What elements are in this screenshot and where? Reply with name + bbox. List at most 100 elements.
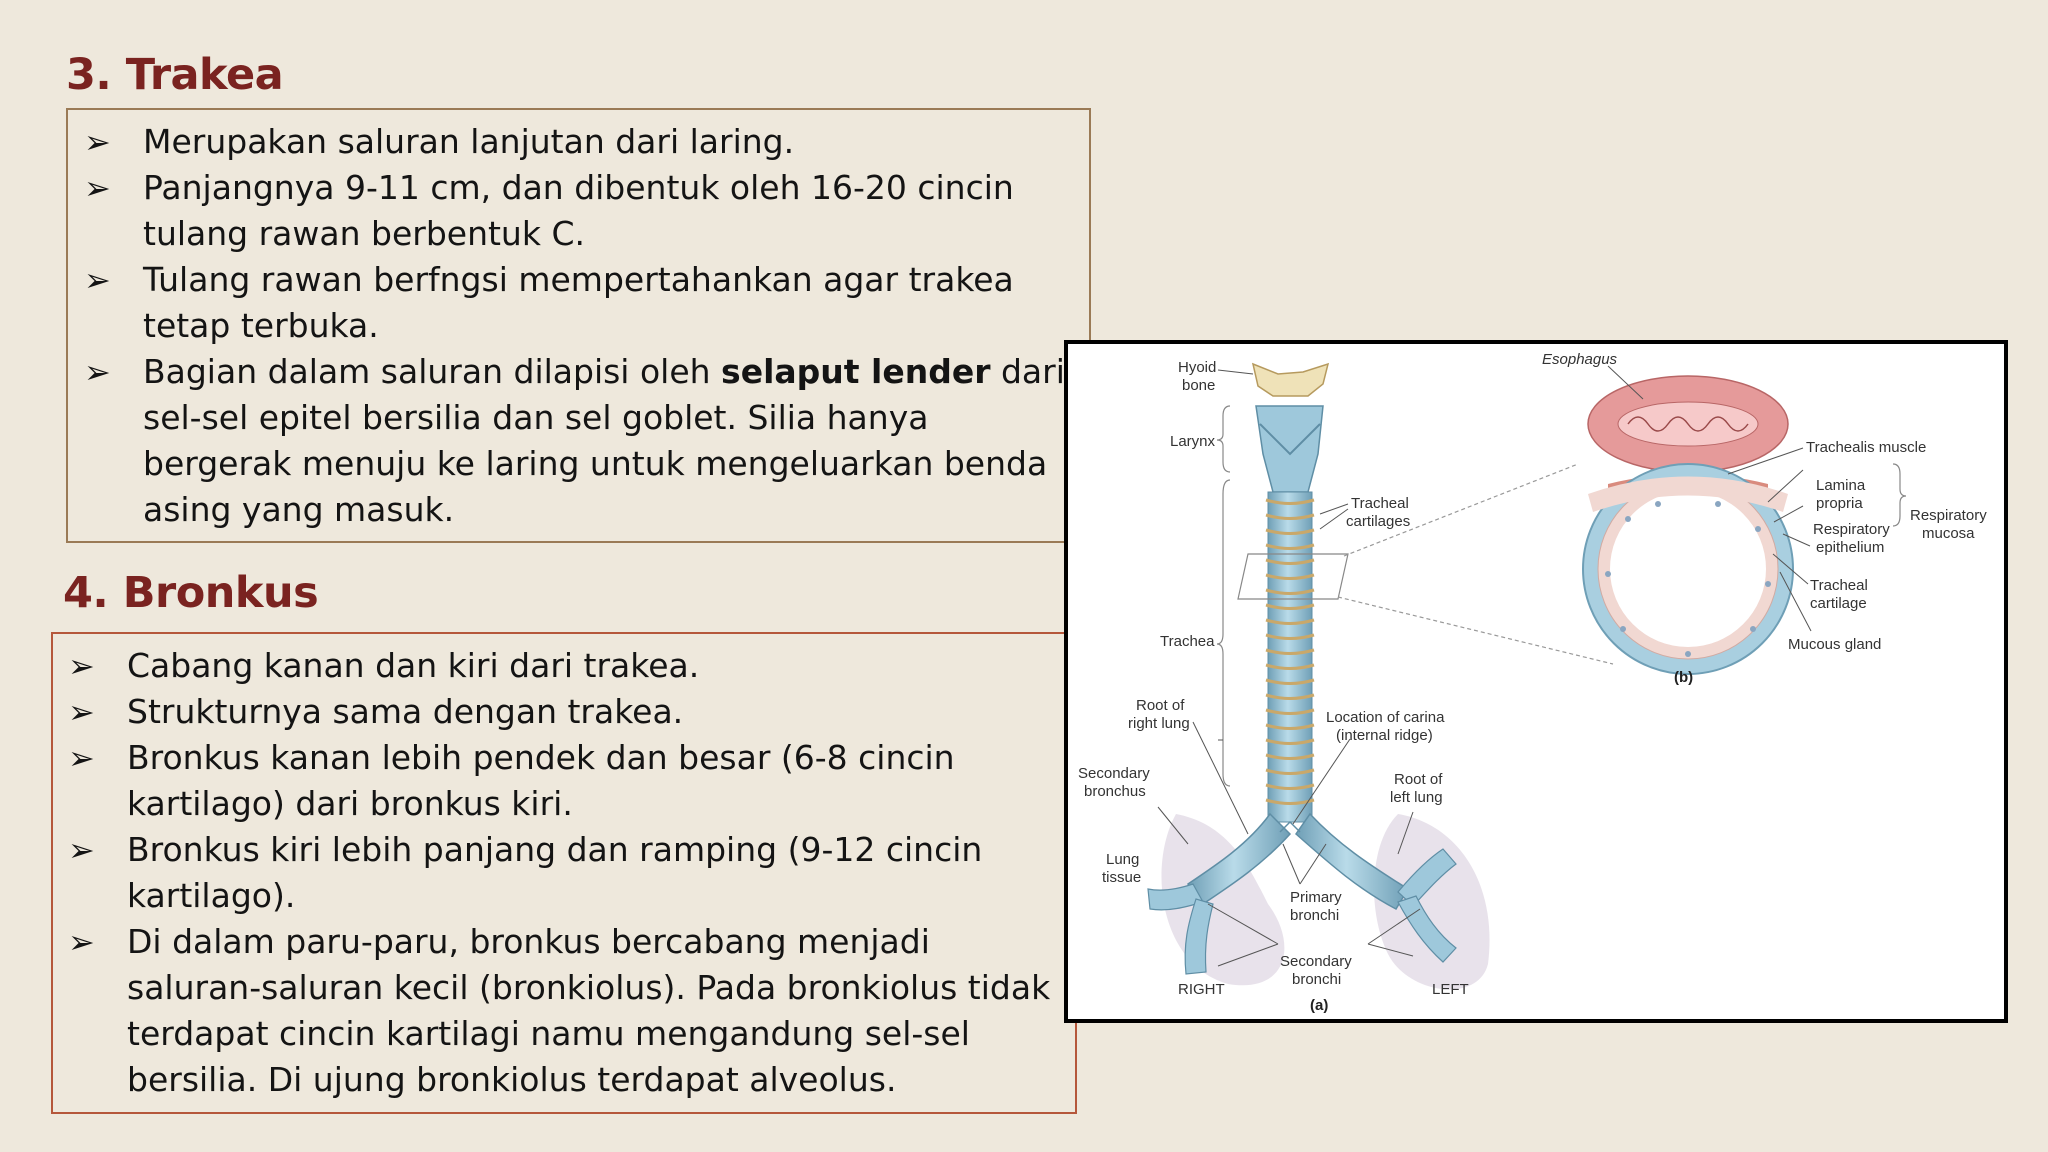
right-secondary-bronchus-lower xyxy=(1184,898,1214,975)
left-lung-tissue xyxy=(1374,814,1490,990)
tracheal-ring xyxy=(1265,693,1315,700)
bullet-text: Panjangnya 9-11 cm, dan dibentuk oleh 16… xyxy=(143,168,1014,253)
bullet-text: Bronkus kanan lebih pendek dan besar (6-… xyxy=(127,738,955,823)
label-larynx: Larynx xyxy=(1170,433,1216,450)
tracheal-ring xyxy=(1265,513,1315,520)
label-secondary-bronchus-2: bronchus xyxy=(1084,783,1146,800)
label-hyoid-1: Hyoid xyxy=(1178,359,1216,376)
label-left: LEFT xyxy=(1432,981,1469,998)
label-root-left-2: left lung xyxy=(1390,789,1443,806)
mucosa-brace xyxy=(1892,463,1907,527)
tracheal-ring xyxy=(1265,603,1315,610)
list-item: ➢ Di dalam paru-paru, bronkus bercabang m… xyxy=(53,919,1068,1103)
trakea-box: ➢ Merupakan saluran lanjutan dari laring.… xyxy=(66,108,1091,543)
mucous-gland-dots xyxy=(1605,501,1771,657)
label-right: RIGHT xyxy=(1178,981,1225,998)
trachea-anatomy-figure: Hyoid bone Larynx Tracheal cartilages Tr… xyxy=(1064,340,2008,1023)
heading-trakea: 3. Trakea xyxy=(66,50,284,100)
tracheal-rings xyxy=(1265,498,1315,805)
left-secondary-bronchus-lower xyxy=(1397,895,1457,963)
label-tracheal-cartilages-1: Tracheal xyxy=(1351,495,1409,512)
bullet-text: Tulang rawan berfngsi mempertahankan aga… xyxy=(143,260,1014,345)
label-secondary-bronchi-2: bronchi xyxy=(1292,971,1341,988)
label-resp-epi-2: epithelium xyxy=(1816,539,1884,556)
label-mucous-gland: Mucous gland xyxy=(1788,636,1881,653)
panel-b-cross-section: Esophagus Trachealis muscle Lamina propr… xyxy=(1542,351,1987,686)
left-secondary-bronchus-upper xyxy=(1397,848,1457,907)
carina xyxy=(1279,820,1301,833)
list-item: ➢ Cabang kanan dan kiri dari trakea. xyxy=(53,643,1068,689)
right-secondary-bronchus-upper xyxy=(1147,883,1204,911)
label-secondary-bronchus-1: Secondary xyxy=(1078,765,1150,782)
left-primary-bronchus xyxy=(1295,812,1410,910)
label-hyoid-2: bone xyxy=(1182,377,1215,394)
label-resp-mucosa-2: mucosa xyxy=(1922,525,1975,542)
tracheal-ring xyxy=(1265,663,1315,670)
label-esophagus: Esophagus xyxy=(1542,351,1618,368)
heading-bronkus: 4. Bronkus xyxy=(63,568,319,618)
list-item: ➢Bronkus kiri lebih panjang dan ramping … xyxy=(53,827,1068,919)
bronkus-bullet-list: ➢ Cabang kanan dan kiri dari trakea. ➢ Str… xyxy=(53,643,1068,1103)
tracheal-ring xyxy=(1265,498,1315,505)
label-root-right-1: Root of xyxy=(1136,697,1185,714)
list-item: ➢Bagian dalam saluran dilapisi oleh sela… xyxy=(68,349,1078,533)
tracheal-ring xyxy=(1265,768,1315,775)
list-item: ➢ Tulang rawan berfngsi mempertahankan ag… xyxy=(68,257,1078,349)
esophagus-folds xyxy=(1627,416,1749,432)
label-primary-bronchi-1: Primary xyxy=(1290,889,1342,906)
arrow-bullet-icon: ➢ xyxy=(68,831,95,869)
leader-lines-a xyxy=(1157,369,1421,967)
tracheal-ring xyxy=(1265,678,1315,685)
label-carina-1: Location of carina xyxy=(1326,709,1445,726)
tracheal-ring xyxy=(1265,708,1315,715)
list-item: ➢ Merupakan saluran lanjutan dari laring. xyxy=(68,119,1078,165)
label-lamina-2: propria xyxy=(1816,495,1863,512)
arrow-bullet-icon: ➢ xyxy=(68,693,95,731)
arrow-bullet-icon: ➢ xyxy=(84,261,111,299)
tracheal-ring xyxy=(1265,528,1315,535)
bullet-text: Merupakan saluran lanjutan dari laring. xyxy=(143,122,795,161)
bullet-text: Cabang kanan dan kiri dari trakea. xyxy=(127,646,700,685)
tracheal-ring xyxy=(1265,588,1315,595)
list-item: ➢ Strukturnya sama dengan trakea. xyxy=(53,689,1068,735)
label-root-right-2: right lung xyxy=(1128,715,1190,732)
tracheal-ring xyxy=(1265,723,1315,730)
bronkus-box: ➢ Cabang kanan dan kiri dari trakea. ➢ Str… xyxy=(51,632,1077,1114)
arrow-bullet-icon: ➢ xyxy=(84,169,111,207)
label-lung-tissue-1: Lung xyxy=(1106,851,1139,868)
bullet-text: Di dalam paru-paru, bronkus bercabang me… xyxy=(127,922,1051,1099)
tracheal-ring xyxy=(1265,558,1315,565)
panel-a-trachea-bronchi: Hyoid bone Larynx Tracheal cartilages Tr… xyxy=(1078,359,1614,1014)
label-carina-2: (internal ridge) xyxy=(1336,727,1433,744)
label-lamina-1: Lamina xyxy=(1816,477,1866,494)
label-panel-a: (a) xyxy=(1310,997,1328,1014)
bullet-text-before: Bagian dalam saluran dilapisi oleh xyxy=(143,352,722,391)
label-tracheal-cartilages-2: cartilages xyxy=(1346,513,1410,530)
larynx-brace xyxy=(1216,405,1231,473)
label-resp-epi-1: Respiratory xyxy=(1813,521,1890,538)
tracheal-ring xyxy=(1265,618,1315,625)
label-trachealis: Trachealis muscle xyxy=(1806,439,1926,456)
label-secondary-bronchi-1: Secondary xyxy=(1280,953,1352,970)
tracheal-lumen xyxy=(1610,491,1766,647)
bullet-text: Strukturnya sama dengan trakea. xyxy=(127,692,684,731)
trachea-anatomy-illustration: Hyoid bone Larynx Tracheal cartilages Tr… xyxy=(1078,351,1987,1014)
list-item: ➢Bronkus kanan lebih pendek dan besar (6… xyxy=(53,735,1068,827)
posterior-gap xyxy=(1588,476,1788,512)
arrow-bullet-icon: ➢ xyxy=(68,923,95,961)
bullet-text-bold: selaput lender xyxy=(721,352,991,391)
label-tracheal-cartilage-2: cartilage xyxy=(1810,595,1867,612)
thyroid-cartilage xyxy=(1259,423,1321,456)
arrow-bullet-icon: ➢ xyxy=(84,123,111,161)
section-plane xyxy=(1237,553,1349,600)
tracheal-ring xyxy=(1265,633,1315,640)
tracheal-ring xyxy=(1265,783,1315,790)
label-root-left-1: Root of xyxy=(1394,771,1443,788)
tracheal-ring xyxy=(1265,753,1315,760)
label-trachea: Trachea xyxy=(1160,633,1215,650)
list-item: ➢ Panjangnya 9-11 cm, dan dibentuk oleh 1… xyxy=(68,165,1078,257)
label-panel-b: (b) xyxy=(1674,669,1693,686)
arrow-bullet-icon: ➢ xyxy=(68,647,95,685)
label-primary-bronchi-2: bronchi xyxy=(1290,907,1339,924)
tracheal-ring xyxy=(1265,648,1315,655)
